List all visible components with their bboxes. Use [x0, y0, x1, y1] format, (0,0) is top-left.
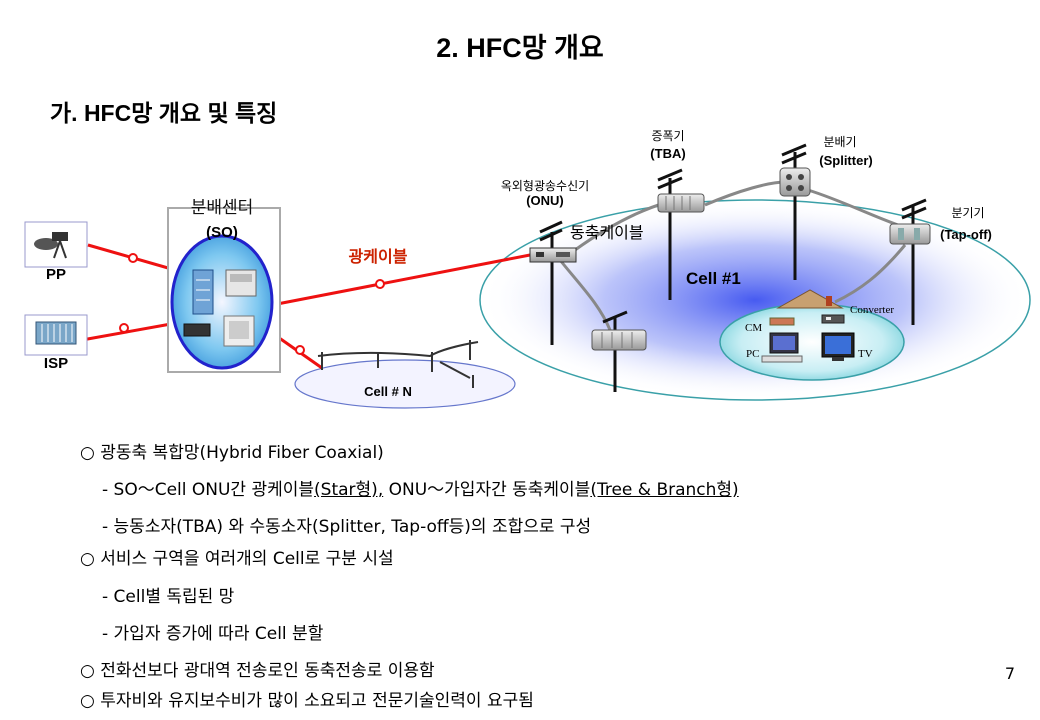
fiber-cable-lines	[81, 243, 531, 370]
onu-name-label: 옥외형광송수신기	[501, 179, 589, 193]
converter-icon	[821, 314, 845, 324]
tapoff-device-icon	[889, 223, 931, 245]
bullet-cable-topology: - SO～Cell ONU간 광케이블(Star형), ONU～가입자간 동축케…	[102, 475, 739, 500]
cm-label: CM	[745, 322, 762, 334]
onu-abbr-label: (ONU)	[526, 193, 564, 208]
onu-device-icon	[529, 247, 577, 263]
so-circle	[170, 234, 274, 370]
bullet-independent-cell: - Cell별 독립된 망	[102, 587, 235, 607]
bullet-broadband-coax: ○ 전화선보다 광대역 전송로인 동축전송로 이용함	[80, 661, 435, 681]
coax-cable-label: 동축케이블	[570, 224, 644, 242]
tapoff-name-label: 분기기	[951, 206, 984, 220]
splitter-name-label: 분배기	[823, 135, 856, 149]
cable-modem-icon	[769, 317, 795, 326]
bullet-service-cells: ○ 서비스 구역을 여러개의 Cell로 구분 시설	[80, 549, 394, 569]
tba-name-label: 증폭기	[651, 129, 684, 143]
isp-label: ISP	[44, 355, 68, 372]
fiber-connector-onu	[375, 279, 385, 289]
so-abbr-label: (SO)	[206, 224, 238, 241]
bullet-hfc-definition: ○ 광동축 복합망(Hybrid Fiber Coaxial)	[80, 443, 384, 463]
hfc-network-diagram: PP ISP 분배센터 (SO) 광케이블 Cell # N 옥외형광송수신기 …	[24, 129, 1031, 409]
fiber-connector-isp	[119, 323, 129, 333]
tba-abbr-label: (TBA)	[650, 146, 685, 161]
tv-label: TV	[858, 348, 873, 360]
star-topology-label: (Star형),	[314, 480, 384, 500]
tapoff-abbr-label: (Tap-off)	[940, 227, 992, 242]
converter-label: Converter	[850, 304, 894, 316]
page-title: 2. HFC망 개요	[436, 33, 604, 63]
fiber-connector-celln	[295, 345, 305, 355]
house-roof-icon	[776, 289, 844, 309]
cable-topology-text-2: ONU～가입자간 동축케이블	[383, 480, 591, 500]
so-equipment-icon	[183, 269, 257, 347]
cell-1-label: Cell #1	[686, 269, 741, 288]
page-number: 7	[1004, 664, 1015, 683]
bullet-cost-expertise: ○ 투자비와 유지보수비가 많이 소요되고 전문기술인력이 요구됨	[80, 691, 534, 711]
pp-camera-icon	[24, 221, 88, 268]
fiber-cable-label: 광케이블	[349, 247, 408, 266]
cable-topology-text-1: - SO～Cell ONU간 광케이블	[102, 480, 315, 500]
section-subtitle: 가. HFC망 개요 및 특징	[50, 100, 278, 126]
tv-icon	[821, 332, 855, 361]
tree-branch-topology-label: (Tree & Branch형)	[590, 480, 739, 500]
so-name-label: 분배센터	[191, 198, 254, 217]
cell-n-network-icon	[317, 340, 479, 388]
splitter-device-icon	[779, 167, 811, 197]
pc-icon	[761, 332, 803, 363]
fiber-connector-pp	[128, 253, 138, 263]
tba-amplifier-icon	[591, 193, 705, 351]
bullet-component-composition: - 능동소자(TBA) 와 수동소자(Splitter, Tap-off등)의 …	[102, 517, 592, 537]
isp-server-icon	[24, 314, 88, 356]
pp-label: PP	[46, 266, 66, 283]
bullet-cell-split: - 가입자 증가에 따라 Cell 분할	[102, 624, 324, 644]
pc-label: PC	[746, 348, 759, 360]
splitter-abbr-label: (Splitter)	[819, 153, 872, 168]
cell-n-label: Cell # N	[364, 384, 412, 399]
